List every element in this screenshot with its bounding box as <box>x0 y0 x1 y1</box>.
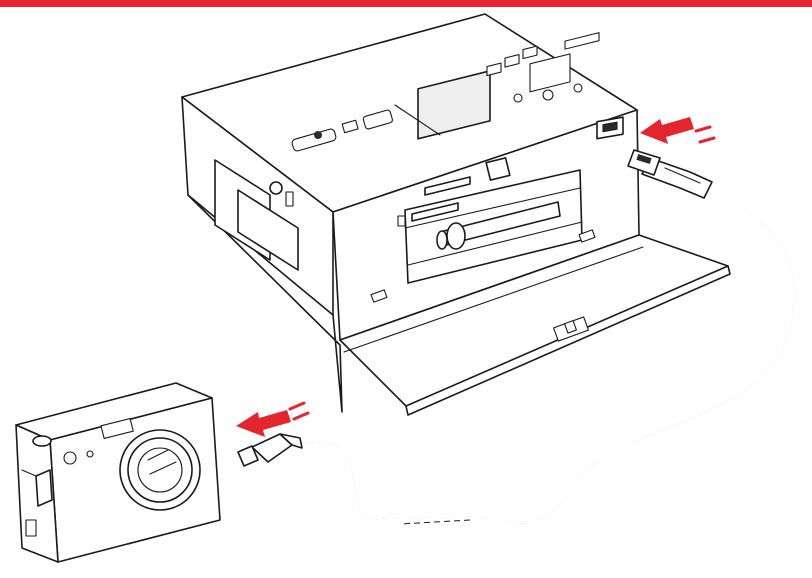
arrow-left-icon <box>236 401 310 437</box>
roller <box>436 201 561 250</box>
printer-base <box>187 194 343 413</box>
usb-cable-icon <box>299 189 796 525</box>
usb-connector-icon <box>627 149 713 199</box>
digital-camera-icon <box>15 382 221 563</box>
printer-insert-arrow <box>640 117 694 144</box>
arrow-left-icon <box>640 117 716 144</box>
card-slots <box>397 157 511 227</box>
lcd-screen <box>417 70 491 140</box>
top-groove <box>394 104 441 136</box>
printer-icon <box>181 13 731 416</box>
camera-insert-arrow <box>236 410 291 437</box>
accent-bar <box>0 0 812 7</box>
usb-connector-icon <box>237 433 303 467</box>
front-door <box>339 229 731 416</box>
control-buttons <box>486 32 600 103</box>
side-cover <box>214 159 299 271</box>
panel-buttons-left <box>291 109 393 152</box>
